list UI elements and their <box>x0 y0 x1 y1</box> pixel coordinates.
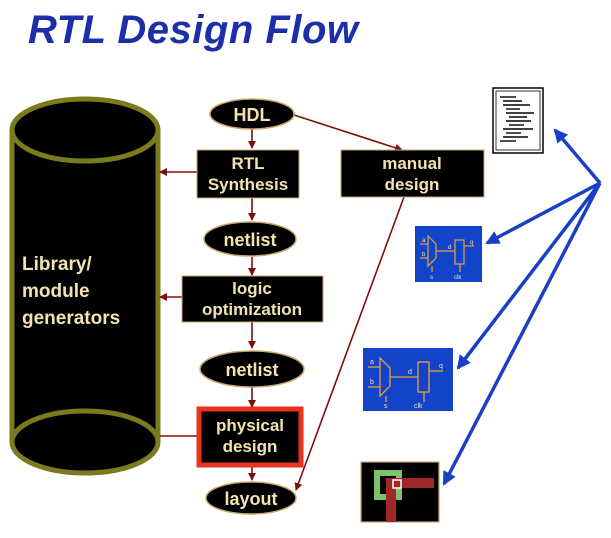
schematic-1-label-clk: clk <box>454 275 462 281</box>
schematic-2-label-b: b <box>370 379 374 386</box>
manual-design-line2: design <box>385 175 440 194</box>
schematic-2-label-a: a <box>370 359 374 366</box>
blue-arrow-to-schematic-2 <box>456 181 602 370</box>
document-icon <box>492 87 544 154</box>
library-label-line3: generators <box>22 308 120 329</box>
manual-design-node: manual design <box>340 149 485 198</box>
library-label-line1: Library/ <box>22 254 92 275</box>
logic-optimization-line1: logic <box>232 279 272 298</box>
manual-design-line1: manual <box>382 154 442 173</box>
library-label-line2: module <box>22 281 90 302</box>
arrow-manual-to-layout <box>294 196 405 491</box>
netlist-1-label: netlist <box>223 230 276 250</box>
arrow-hdl-to-manual <box>293 114 403 152</box>
schematic-2-label-q: q <box>439 363 443 370</box>
schematic-1-label-a: a <box>422 238 426 244</box>
rtl-synthesis-line1: RTL <box>231 154 264 173</box>
blue-arrow-to-schematic-1 <box>485 181 601 245</box>
schematic-icon: a b d q s clk <box>415 226 482 282</box>
layout-node: layout <box>205 481 297 515</box>
schematic-1-label-d: d <box>448 245 451 251</box>
schematic-icon: a b d q s clk <box>363 348 453 411</box>
rtl-synthesis-line2: Synthesis <box>208 175 288 194</box>
netlist-node-2: netlist <box>199 350 305 388</box>
schematic-2-label-d: d <box>408 369 412 376</box>
rtl-synthesis-node: RTL Synthesis <box>196 149 300 199</box>
logic-optimization-line2: optimization <box>202 300 302 319</box>
schematic-1-label-s: s <box>430 275 433 281</box>
netlist-node-1: netlist <box>203 221 297 257</box>
schematic-1-label-b: b <box>422 252 426 258</box>
hdl-node: HDL <box>209 98 295 130</box>
library-cylinder: Library/ module generators <box>9 96 161 476</box>
page-title: RTL Design Flow <box>28 8 359 52</box>
blue-arrow-to-layout-cell <box>442 182 602 486</box>
blue-arrows <box>442 128 602 486</box>
layout-label: layout <box>224 489 277 509</box>
hdl-label: HDL <box>234 105 271 125</box>
schematic-2-label-clk: clk <box>414 403 423 410</box>
logic-optimization-node: logic optimization <box>181 275 324 323</box>
physical-design-line1: physical <box>216 416 284 435</box>
physical-design-node: physical design <box>196 406 304 468</box>
blue-arrow-to-document <box>553 128 602 185</box>
physical-design-line2: design <box>223 437 278 456</box>
netlist-2-label: netlist <box>225 360 278 380</box>
flow-arrows <box>159 114 405 491</box>
layout-cell-icon <box>360 461 440 523</box>
schematic-1-label-q: q <box>470 240 473 246</box>
schematic-2-label-s: s <box>384 403 388 410</box>
